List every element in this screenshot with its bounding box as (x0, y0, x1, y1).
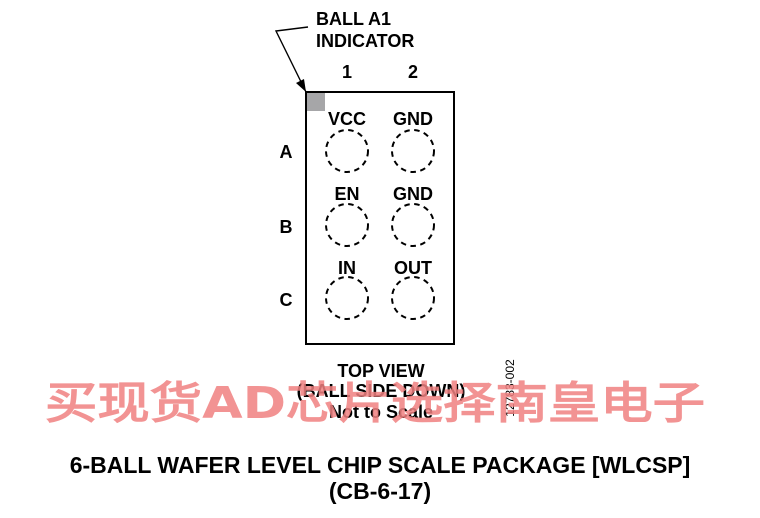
ball-a1-corner-marker (307, 93, 325, 111)
row-header-a: A (280, 142, 293, 162)
caption-line-2: (CB-6-17) (328, 478, 432, 504)
ball-a2 (391, 129, 435, 173)
indicator-label-line-1: BALL A1 (316, 9, 391, 29)
ball-label-c1: IN (338, 258, 356, 278)
ball-a1 (325, 129, 369, 173)
package-outline (305, 91, 455, 345)
indicator-arrowhead (296, 79, 306, 92)
row-header-b: B (280, 217, 293, 237)
view-note-not-to-scale: Not to Scale (329, 402, 433, 422)
ball-label-a2: GND (393, 109, 433, 129)
ball-b1 (325, 203, 369, 247)
ball-b2 (391, 203, 435, 247)
ball-c2 (391, 276, 435, 320)
watermark-text: 买现货AD芯片选择南皇电子 (45, 378, 705, 429)
ball-label-b1: EN (334, 184, 359, 204)
row-header-c: C (280, 290, 293, 310)
ball-label-a1: VCC (328, 109, 366, 129)
view-note-top-view: TOP VIEW (337, 361, 424, 381)
ball-c1 (325, 276, 369, 320)
indicator-label-line-2: INDICATOR (316, 31, 414, 51)
ball-label-b2: GND (393, 184, 433, 204)
ball-label-c2: OUT (394, 258, 432, 278)
column-header-1: 1 (342, 62, 352, 82)
caption-line-1: 6-BALL WAFER LEVEL CHIP SCALE PACKAGE [W… (69, 452, 691, 478)
indicator-leader-line (274, 26, 309, 93)
column-header-2: 2 (408, 62, 418, 82)
figure-code: 12783-002 (503, 359, 517, 417)
view-note-ball-side-down: (BALL SIDE DOWN) (297, 381, 466, 401)
